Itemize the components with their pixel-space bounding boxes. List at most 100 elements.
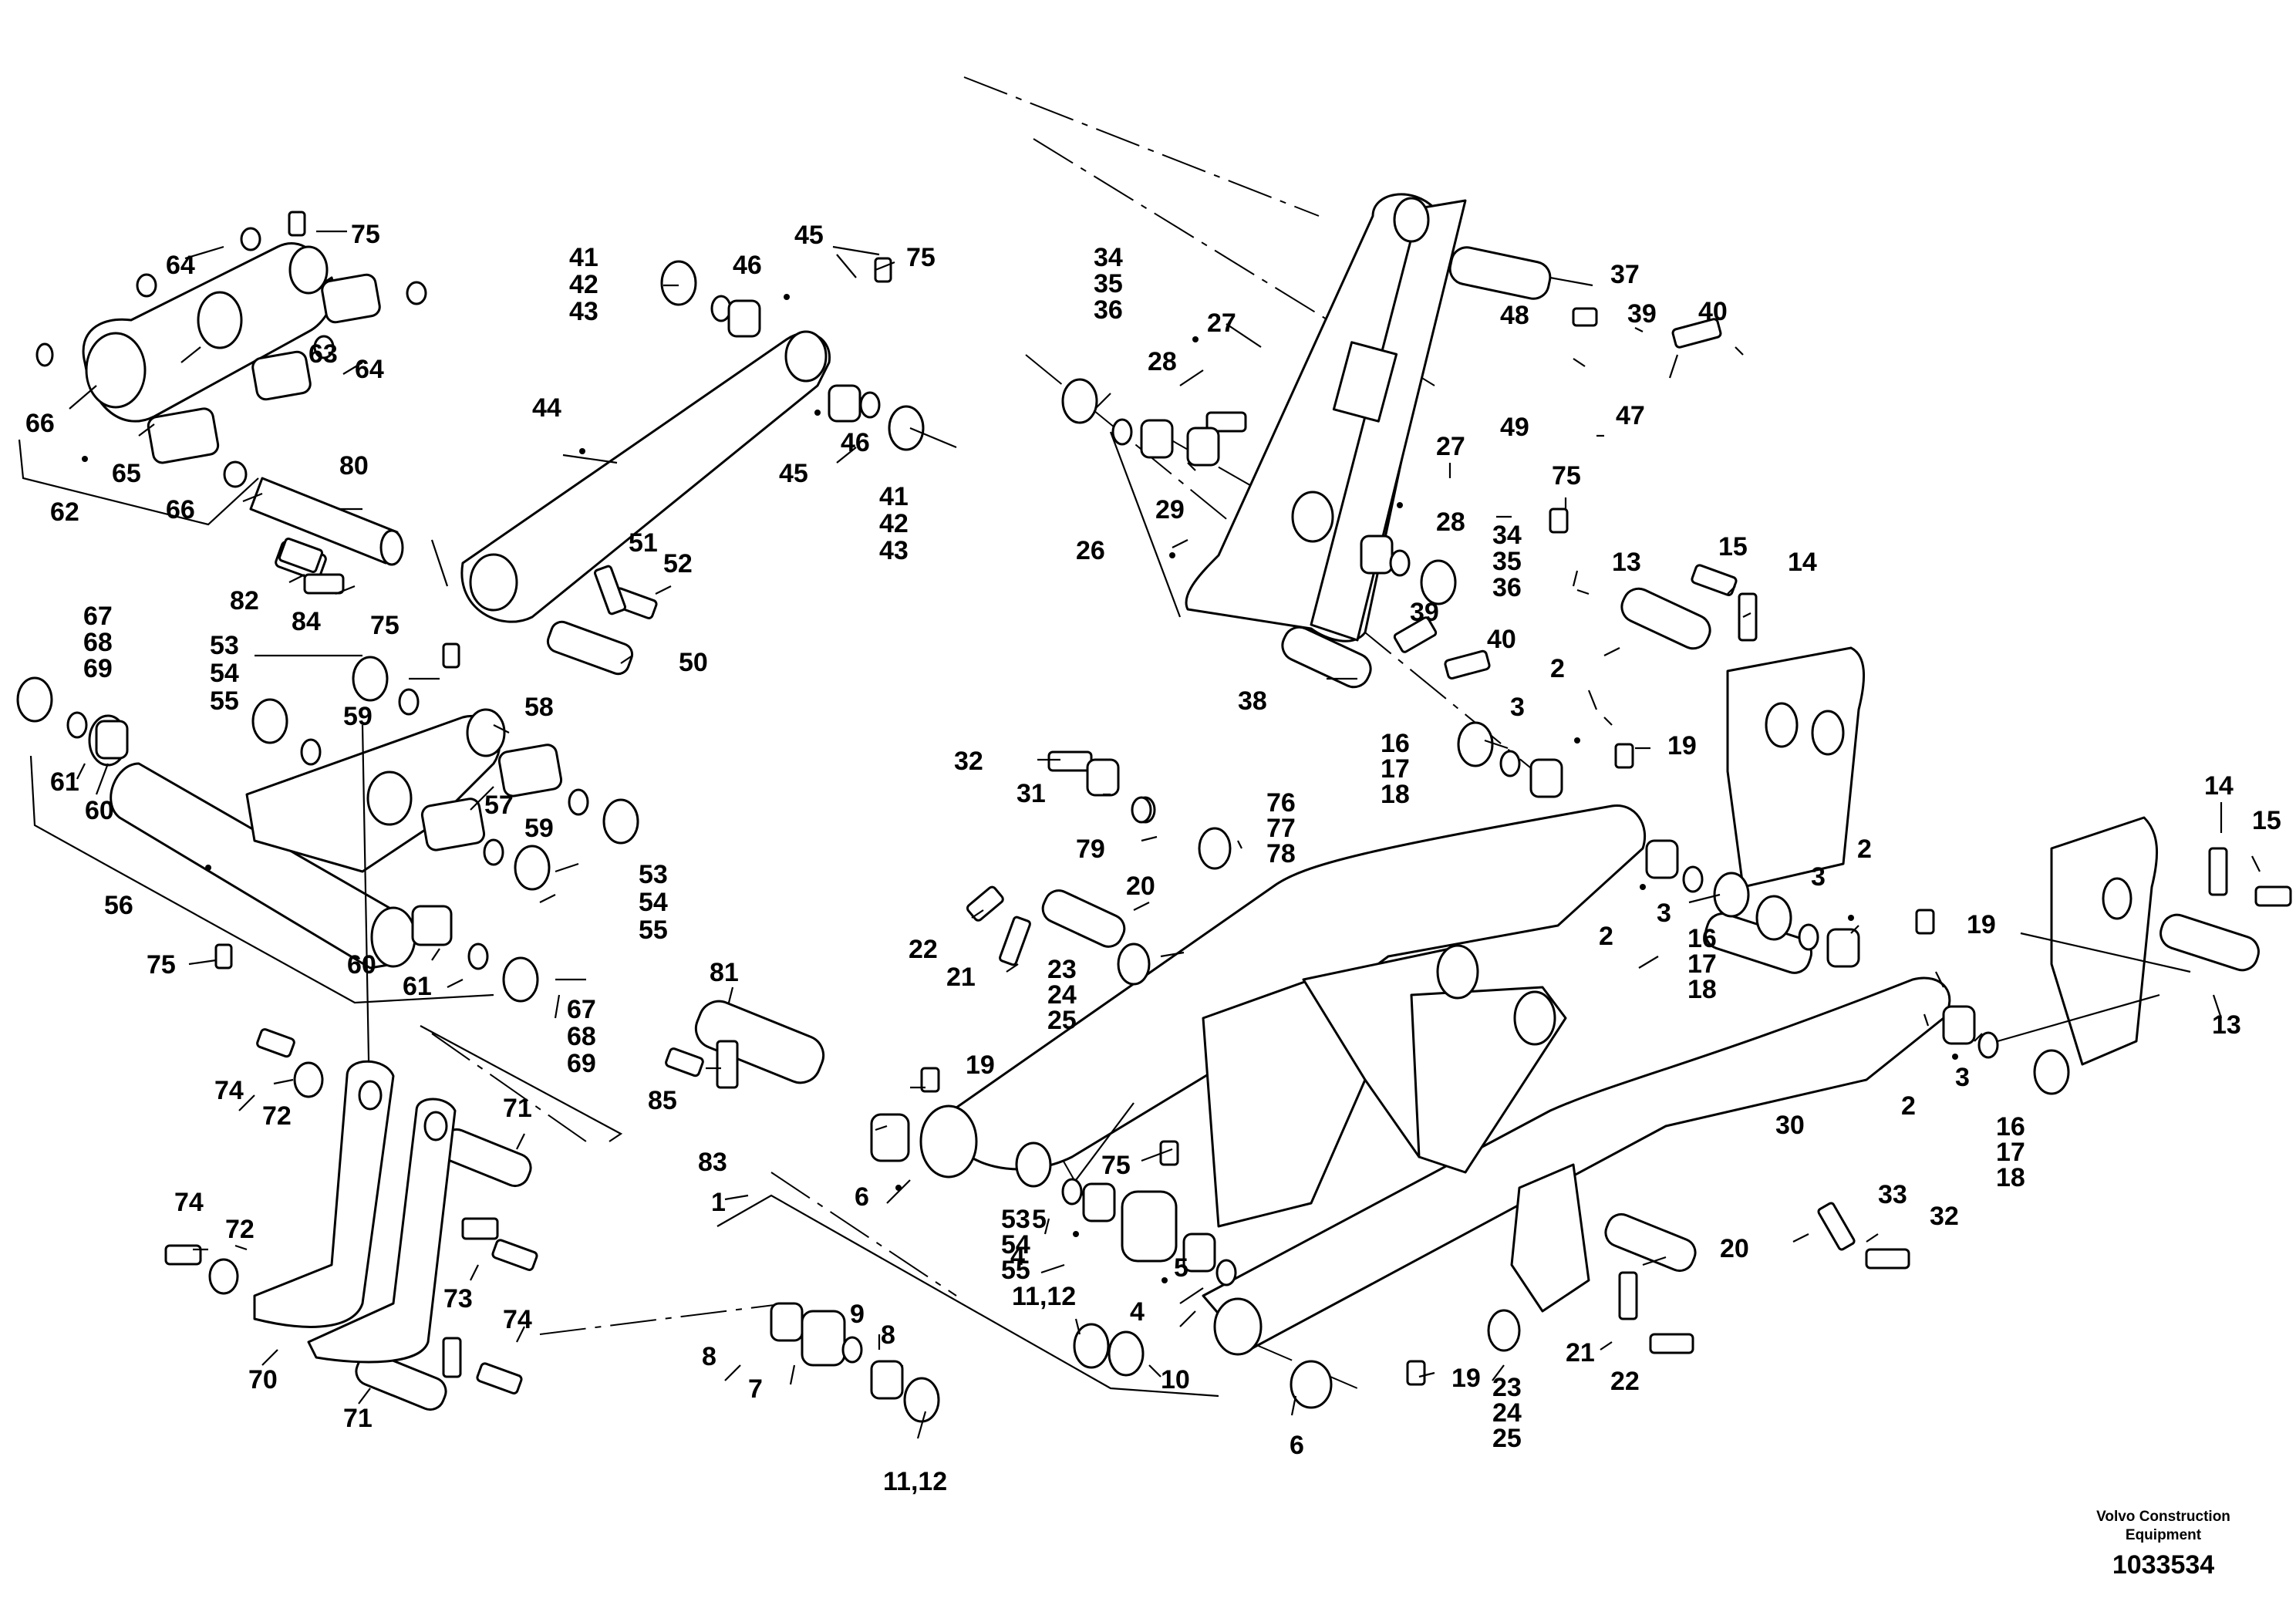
callout-4: 4 bbox=[1010, 1242, 1025, 1271]
ring-and-bushing-icons bbox=[16, 227, 2070, 1423]
callout-39: 39 bbox=[1410, 598, 1439, 627]
leader-lines bbox=[69, 230, 2261, 1439]
callout-3: 3 bbox=[1955, 1063, 1970, 1092]
callout-19: 19 bbox=[1967, 910, 1996, 939]
callout-27: 27 bbox=[1207, 309, 1236, 338]
document-number: 1033534 bbox=[2112, 1550, 2214, 1580]
callout-8: 8 bbox=[881, 1320, 895, 1350]
callout-64: 64 bbox=[166, 251, 195, 280]
callout-47: 47 bbox=[1616, 401, 1645, 430]
callout-32: 32 bbox=[1930, 1202, 1959, 1231]
callout-80: 80 bbox=[339, 451, 369, 481]
callout-50: 50 bbox=[679, 648, 708, 677]
callout-66: 66 bbox=[25, 409, 55, 438]
callout-71: 71 bbox=[343, 1404, 373, 1433]
callout-75: 75 bbox=[906, 243, 936, 272]
callout-7: 7 bbox=[748, 1374, 763, 1404]
callout-75: 75 bbox=[370, 611, 400, 640]
callout-75: 75 bbox=[351, 220, 380, 249]
callout-48: 48 bbox=[1500, 301, 1529, 330]
callout-22: 22 bbox=[909, 935, 938, 964]
boom-arm-26 bbox=[1109, 193, 1467, 642]
callout-8: 8 bbox=[702, 1342, 716, 1371]
callout-3: 3 bbox=[1657, 899, 1671, 928]
link-bracket-62 bbox=[18, 242, 381, 526]
callout-73: 73 bbox=[443, 1284, 473, 1313]
callout-61: 61 bbox=[50, 767, 79, 797]
callout-46: 46 bbox=[841, 428, 870, 457]
callout-19: 19 bbox=[1451, 1364, 1481, 1393]
callout-22: 22 bbox=[1610, 1367, 1640, 1396]
callout-75: 75 bbox=[1101, 1151, 1131, 1180]
callout-4: 4 bbox=[1130, 1297, 1145, 1327]
callout-45: 45 bbox=[779, 459, 808, 488]
callout-1: 1 bbox=[711, 1188, 726, 1217]
callout-79: 79 bbox=[1076, 835, 1105, 864]
callout-56: 56 bbox=[104, 891, 133, 920]
callout-3: 3 bbox=[1510, 693, 1525, 722]
brand-line-1: Volvo Construction bbox=[2096, 1509, 2230, 1525]
callout-57: 57 bbox=[484, 791, 514, 820]
callout-49: 49 bbox=[1500, 413, 1529, 442]
callout-40: 40 bbox=[1487, 625, 1516, 654]
grease-nipple-icons bbox=[214, 211, 1935, 1386]
callout-28: 28 bbox=[1148, 347, 1177, 376]
callout-71: 71 bbox=[503, 1094, 532, 1123]
callout-82: 82 bbox=[230, 586, 259, 615]
callout-32: 32 bbox=[954, 747, 983, 776]
callout-37: 37 bbox=[1610, 260, 1640, 289]
callout-72: 72 bbox=[262, 1101, 292, 1131]
callout-27: 27 bbox=[1436, 432, 1465, 461]
callout-81: 81 bbox=[710, 958, 739, 987]
arm-44 bbox=[430, 245, 880, 676]
callout-2: 2 bbox=[1550, 654, 1565, 683]
callout-29: 29 bbox=[1155, 495, 1185, 524]
callout-20: 20 bbox=[1126, 872, 1155, 901]
callout-66: 66 bbox=[166, 495, 195, 524]
callout-63: 63 bbox=[308, 339, 338, 369]
footer-block: Volvo Construction Equipment 1033534 bbox=[2096, 1509, 2230, 1580]
callout-60: 60 bbox=[347, 950, 376, 980]
callout-11-12: 11,12 bbox=[883, 1467, 947, 1496]
callout-11-12: 11,12 bbox=[1012, 1282, 1076, 1311]
callout-28: 28 bbox=[1436, 508, 1465, 537]
bolt-icons bbox=[164, 318, 2292, 1394]
callout-9: 9 bbox=[850, 1300, 865, 1329]
callout-2: 2 bbox=[1599, 922, 1613, 951]
callout-70: 70 bbox=[248, 1365, 278, 1394]
callout-3: 3 bbox=[1811, 862, 1826, 892]
callout-62: 62 bbox=[50, 497, 79, 527]
mount-bracket-left bbox=[1726, 646, 1866, 889]
reference-dots bbox=[82, 294, 1958, 1283]
link-70 bbox=[253, 1025, 623, 1364]
callout-60: 60 bbox=[85, 796, 114, 825]
mount-bracket-right bbox=[1997, 816, 2191, 1066]
callout-74: 74 bbox=[174, 1188, 204, 1217]
callout-65: 65 bbox=[112, 459, 141, 488]
callout-31: 31 bbox=[1017, 779, 1046, 808]
callout-10: 10 bbox=[1161, 1365, 1190, 1394]
callout-84: 84 bbox=[292, 607, 321, 636]
callout-19: 19 bbox=[966, 1050, 995, 1080]
callout-15: 15 bbox=[2252, 806, 2281, 835]
callout-2: 2 bbox=[1857, 835, 1872, 864]
callout-33: 33 bbox=[1878, 1180, 1907, 1209]
lock-plate-icons bbox=[278, 307, 2228, 1378]
callout-52: 52 bbox=[663, 549, 693, 578]
callout-21: 21 bbox=[946, 963, 976, 992]
callout-21: 21 bbox=[1566, 1338, 1595, 1367]
callout-14: 14 bbox=[1788, 548, 1817, 577]
